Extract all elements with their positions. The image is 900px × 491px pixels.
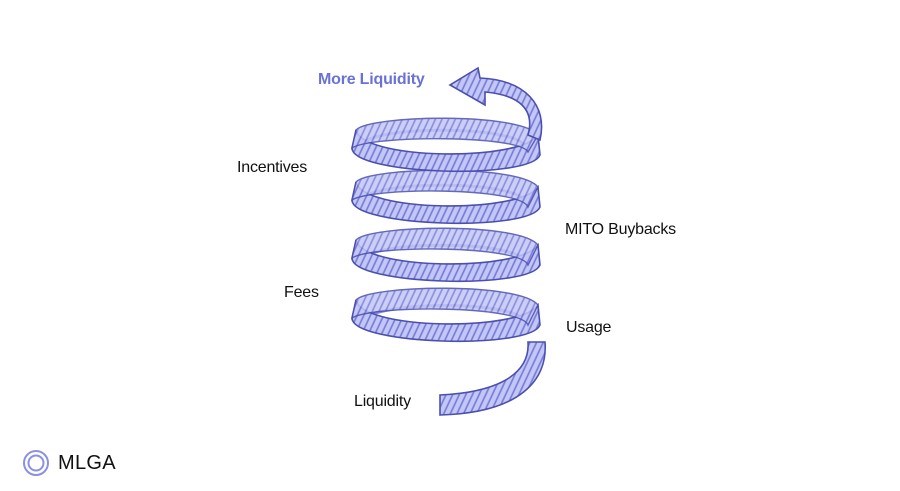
brand: MLGA — [22, 449, 116, 477]
label-mito-buybacks: MITO Buybacks — [565, 221, 676, 238]
concentric-rings-icon — [23, 450, 49, 476]
arrow-head — [448, 66, 543, 142]
label-incentives: Incentives — [237, 159, 308, 176]
label-more-liquidity: More Liquidity — [318, 71, 425, 88]
coil-4 — [350, 287, 541, 343]
label-fees: Fees — [284, 284, 319, 301]
label-liquidity: Liquidity — [354, 393, 411, 410]
coil-3 — [350, 227, 541, 283]
coil-2 — [350, 169, 541, 225]
coil-1 — [350, 117, 541, 173]
brand-name: MLGA — [58, 451, 116, 474]
label-usage: Usage — [566, 319, 612, 336]
coil-bottom — [439, 341, 546, 416]
